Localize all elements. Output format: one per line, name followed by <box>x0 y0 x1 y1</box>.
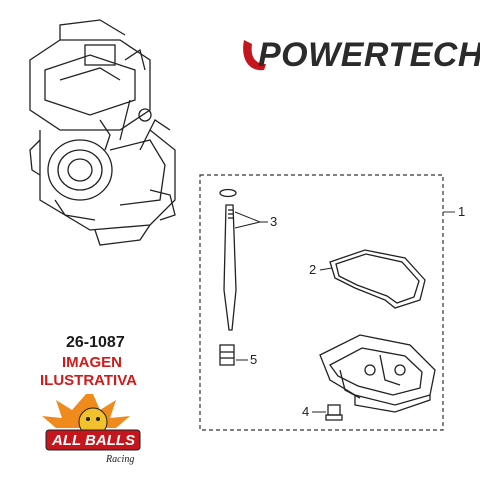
powertech-logo: POWERTECH <box>243 36 480 74</box>
drain-screw-part <box>325 404 343 421</box>
callout-2: 2 <box>309 262 316 277</box>
brand-swoosh <box>243 40 266 71</box>
callout-4: 4 <box>302 404 309 419</box>
callout-5: 5 <box>250 352 257 367</box>
carburetor-illustration <box>29 19 176 246</box>
gasket-part <box>329 249 426 309</box>
kit-bracket <box>199 174 444 431</box>
leader-2 <box>319 267 333 271</box>
needle-part <box>219 188 237 331</box>
brand-wordmark: POWERTECH <box>258 36 480 74</box>
all-balls-logo: ALL BALLS Racing <box>42 394 141 465</box>
caption-line1: IMAGEN <box>62 354 122 371</box>
caption-line2: ILUSTRATIVA <box>40 372 137 389</box>
callout-3: 3 <box>270 214 277 229</box>
callout-1: 1 <box>458 204 465 219</box>
logo-banner <box>45 429 141 451</box>
part-number: 26-1087 <box>66 334 125 351</box>
logo-wordmark: ALL BALLS <box>51 432 135 449</box>
jet-part <box>219 344 235 366</box>
float-bowl-part <box>319 334 436 413</box>
leader-3 <box>234 211 268 229</box>
logo-burst <box>42 394 130 437</box>
logo-subtitle: Racing <box>105 454 134 465</box>
